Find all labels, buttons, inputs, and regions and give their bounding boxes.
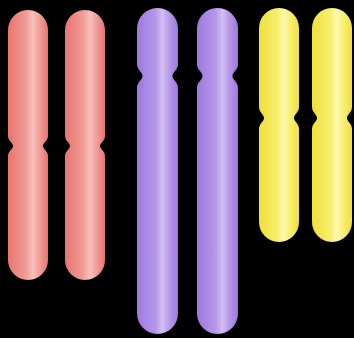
chromosome-1b (65, 10, 105, 280)
chromosome-1a (8, 10, 48, 280)
chromosome-3b (312, 8, 352, 242)
chromosome-pair-yellow (259, 8, 352, 242)
chromosome-2b (197, 8, 238, 334)
chromosome-pair-purple (137, 8, 238, 334)
chromosome-pair-red (8, 10, 105, 280)
chromosome-3a (259, 8, 299, 242)
chromosome-layer (8, 8, 352, 334)
chromosome-2a (137, 8, 178, 334)
